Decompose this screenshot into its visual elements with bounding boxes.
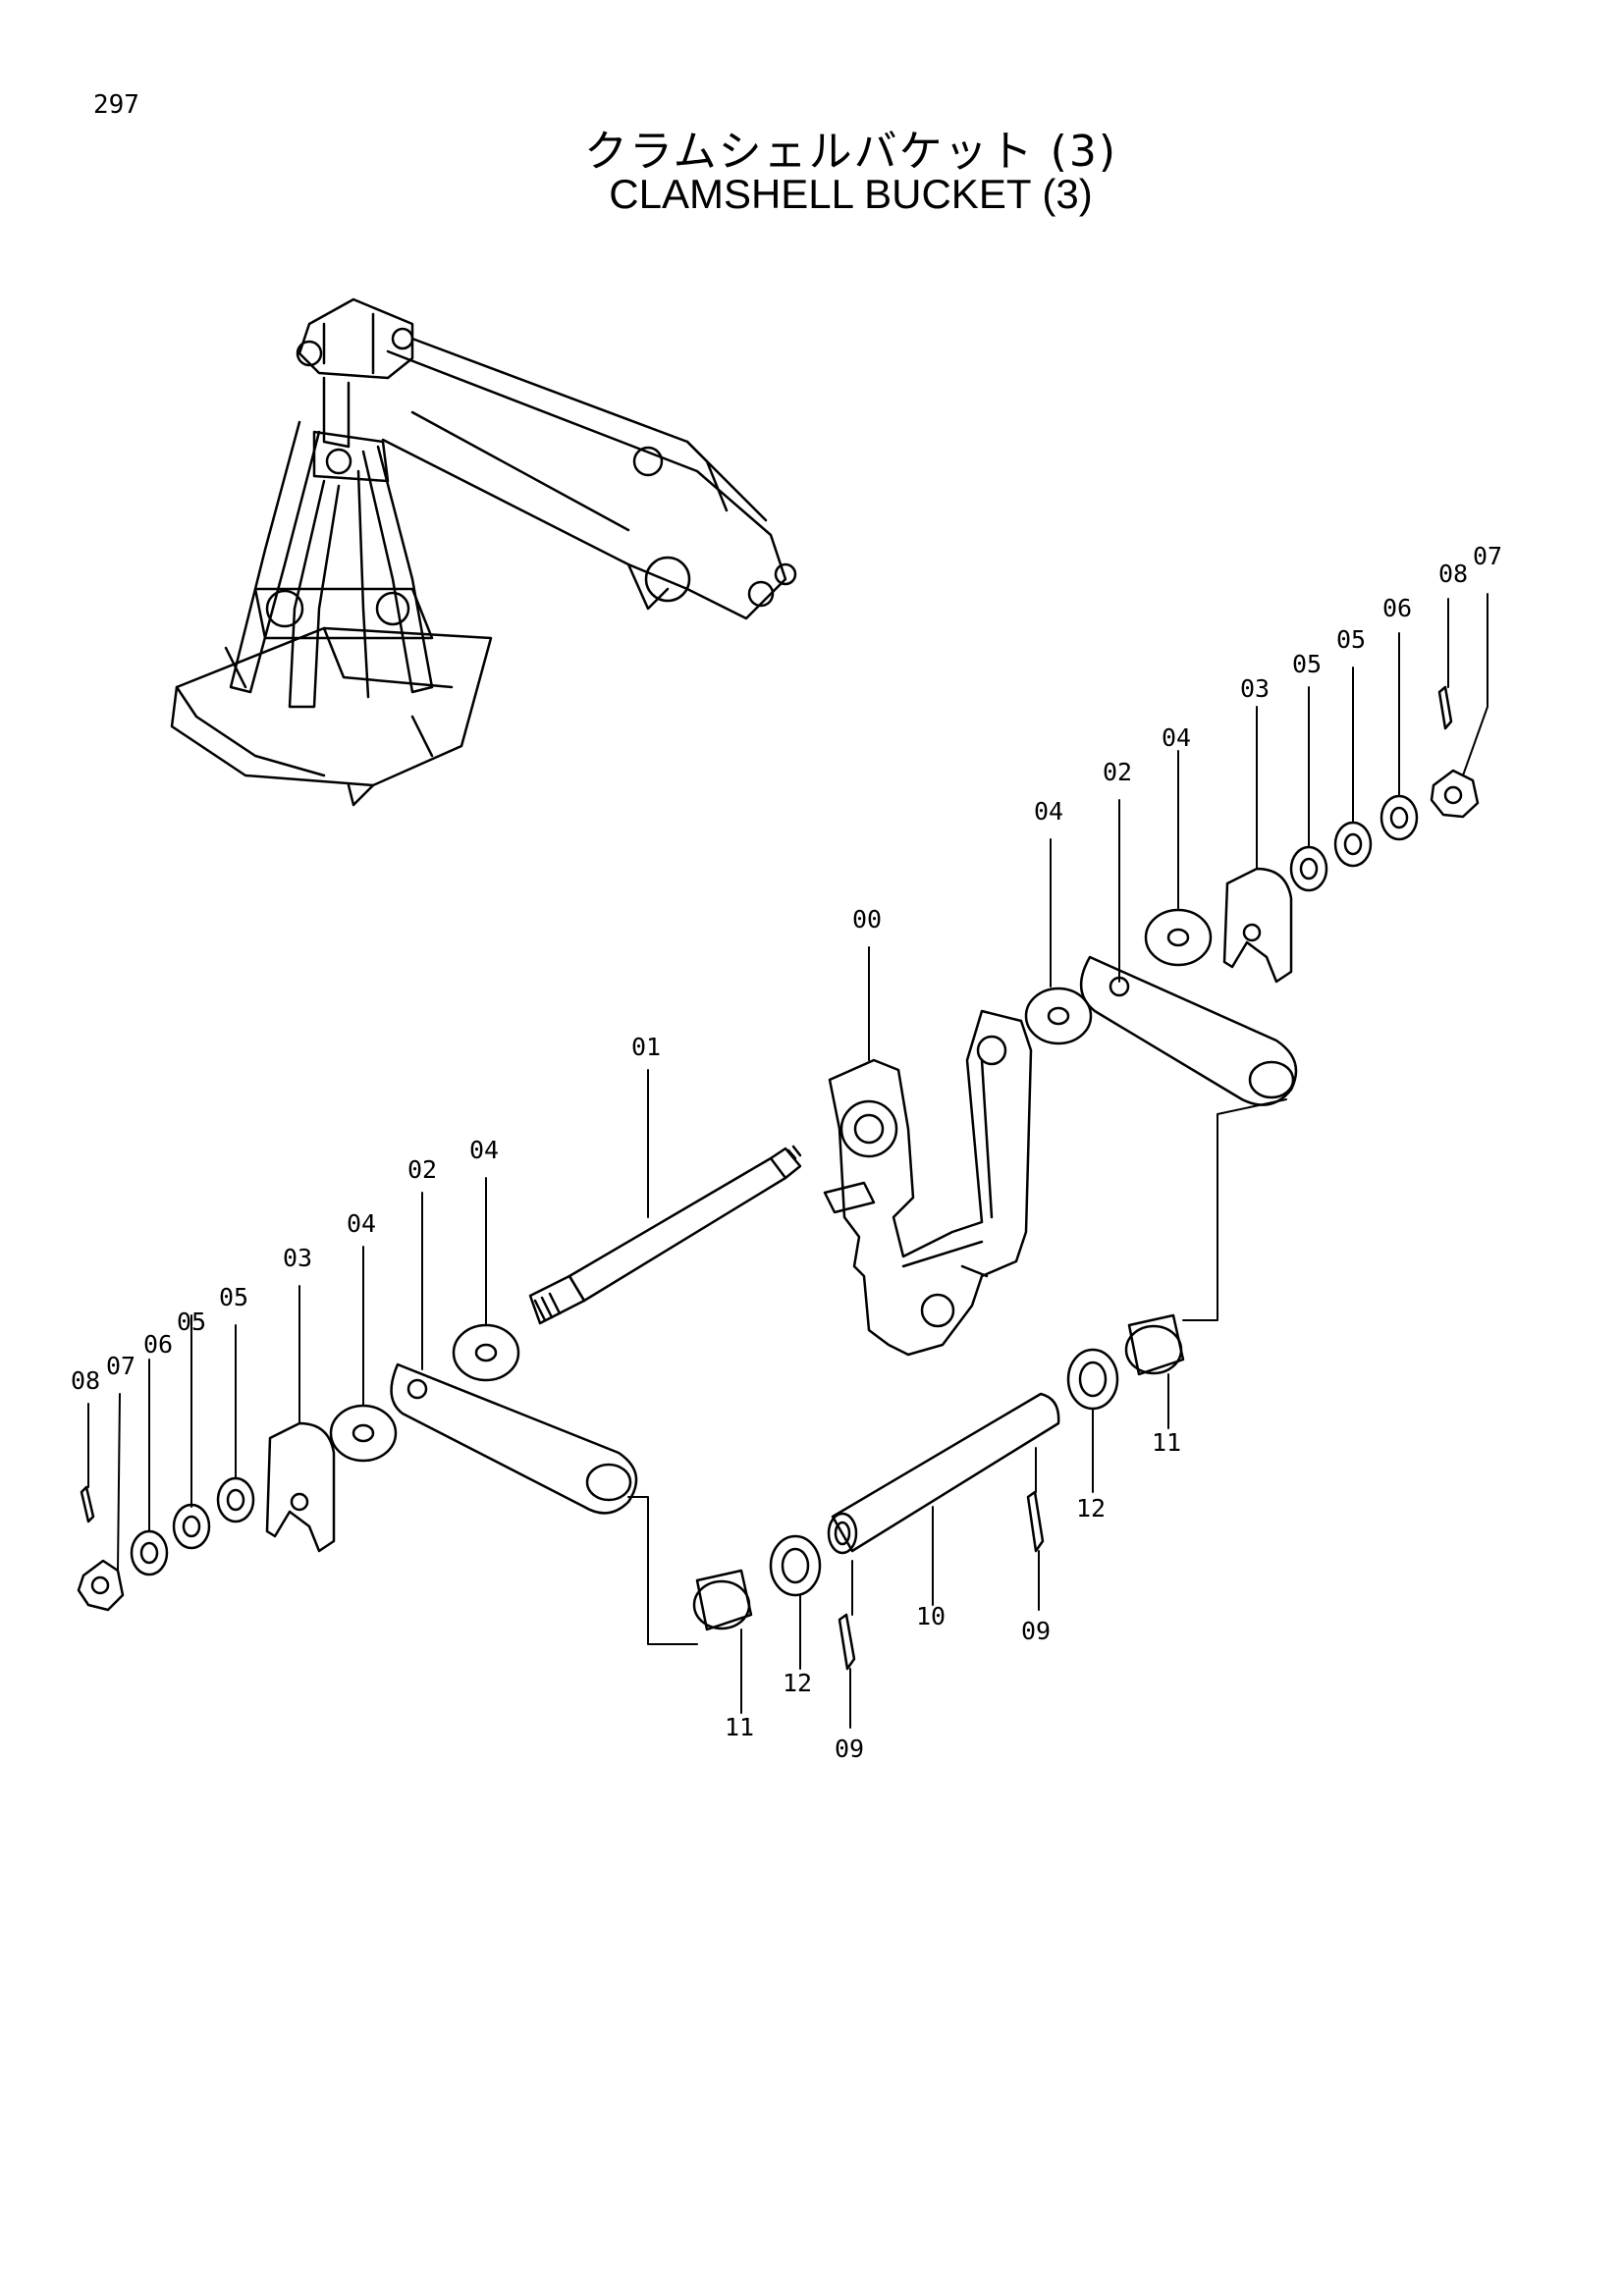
cotter-pin-09-right bbox=[1026, 1490, 1045, 1553]
bracket-part bbox=[823, 1009, 1033, 1357]
callout-06-left: 06 bbox=[143, 1330, 173, 1359]
leader-lines bbox=[87, 593, 1488, 1729]
bushing-11-right bbox=[1124, 1313, 1185, 1376]
washer-05-left-a bbox=[216, 1476, 255, 1523]
callout-09-right: 09 bbox=[1021, 1617, 1051, 1645]
callout-05-right-a: 05 bbox=[1292, 650, 1322, 678]
callout-01: 01 bbox=[631, 1033, 661, 1061]
washer-06-right bbox=[1380, 794, 1419, 841]
clamshell-machine-illustration bbox=[170, 297, 797, 807]
callout-04-left-a: 04 bbox=[469, 1136, 499, 1164]
link-plate-right bbox=[1079, 955, 1298, 1106]
callout-08-left: 08 bbox=[71, 1366, 100, 1395]
callout-05-right-b: 05 bbox=[1336, 625, 1366, 654]
callout-04-right-b: 04 bbox=[1162, 723, 1191, 752]
callout-04-left-b: 04 bbox=[347, 1209, 376, 1238]
castle-nut-right bbox=[1430, 769, 1480, 819]
callout-08-right: 08 bbox=[1438, 560, 1468, 588]
callout-02-right: 02 bbox=[1103, 758, 1132, 786]
callout-02-left: 02 bbox=[407, 1155, 437, 1184]
pin-10-part bbox=[827, 1392, 1060, 1555]
washer-06-left bbox=[130, 1529, 169, 1576]
cotter-pin-08-left bbox=[80, 1485, 95, 1523]
callout-06-right: 06 bbox=[1382, 594, 1412, 622]
callout-04-right-a: 04 bbox=[1034, 797, 1063, 826]
washer-04-right-a bbox=[1024, 987, 1093, 1045]
washer-04-right-b bbox=[1144, 908, 1213, 967]
washer-04-left-b bbox=[329, 1404, 398, 1463]
callout-11-right: 11 bbox=[1152, 1428, 1181, 1457]
shaft-pin-part bbox=[528, 1145, 802, 1325]
callout-00: 00 bbox=[852, 905, 882, 934]
callout-12-left: 12 bbox=[783, 1669, 812, 1697]
stopper-plate-left bbox=[265, 1421, 336, 1553]
callout-07-left: 07 bbox=[106, 1352, 135, 1380]
callout-05-left-a: 05 bbox=[219, 1283, 248, 1311]
washer-04-left-a bbox=[452, 1323, 520, 1382]
callout-03-right: 03 bbox=[1240, 674, 1270, 703]
callout-03-left: 03 bbox=[283, 1244, 312, 1272]
page-title-japanese: クラムシェルバケット (3) bbox=[584, 127, 1117, 177]
stopper-plate-right bbox=[1222, 867, 1293, 984]
washer-12-left bbox=[769, 1534, 822, 1597]
page-title-english: CLAMSHELL BUCKET (3) bbox=[609, 171, 1093, 217]
callout-12-right: 12 bbox=[1076, 1494, 1106, 1522]
washer-05-right-b bbox=[1333, 821, 1373, 868]
castle-nut-left bbox=[77, 1559, 125, 1612]
washer-05-left-b bbox=[172, 1503, 211, 1550]
callout-10: 10 bbox=[916, 1602, 946, 1630]
washer-05-right-a bbox=[1289, 845, 1328, 892]
washer-12-right bbox=[1066, 1348, 1119, 1411]
cotter-pin-09-left bbox=[838, 1613, 856, 1671]
callout-11-left: 11 bbox=[725, 1713, 754, 1741]
callout-labels: 00 01 02 02 03 03 04 04 04 04 05 05 05 0… bbox=[71, 542, 1502, 1763]
link-plate-left bbox=[390, 1362, 638, 1515]
cotter-pin-08-right bbox=[1437, 685, 1453, 730]
callout-05-left-b: 05 bbox=[177, 1308, 206, 1336]
callout-07-right: 07 bbox=[1473, 542, 1502, 570]
bushing-11-left bbox=[692, 1569, 753, 1631]
callout-09-left: 09 bbox=[835, 1735, 864, 1763]
page-number: 297 bbox=[93, 90, 139, 120]
